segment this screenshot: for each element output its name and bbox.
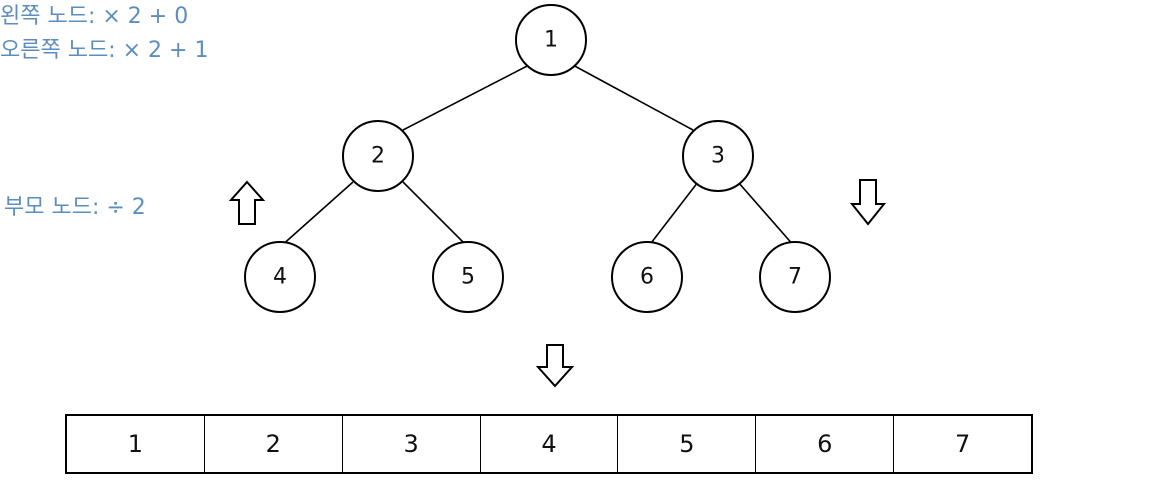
edge-1-3 <box>570 63 694 131</box>
up-arrow-icon <box>228 180 266 225</box>
tree-node-label: 4 <box>273 265 287 290</box>
parent-node-rule: 부모 노드: ÷ 2 <box>4 195 146 220</box>
tree-node-3: 3 <box>682 120 754 192</box>
tree-node-label: 1 <box>544 28 558 53</box>
array-cell: 6 <box>756 416 895 472</box>
tree-node-label: 7 <box>788 265 802 290</box>
tree-node-label: 2 <box>371 144 385 169</box>
edge-2-5 <box>402 181 469 248</box>
array-cell: 5 <box>618 416 757 472</box>
tree-node-label: 5 <box>461 265 475 290</box>
array-representation: 1 2 3 4 5 6 7 <box>65 414 1033 474</box>
edge-2-4 <box>279 181 354 248</box>
down-arrow-icon <box>849 179 887 226</box>
left-child-rule: 왼쪽 노드: × 2 + 0 <box>0 4 189 29</box>
array-cell: 2 <box>205 416 343 472</box>
tree-node-1: 1 <box>515 4 587 76</box>
tree-node-4: 4 <box>244 241 316 313</box>
edge-3-7 <box>737 181 796 248</box>
array-cell: 3 <box>343 416 481 472</box>
tree-node-label: 6 <box>640 265 654 290</box>
tree-node-2: 2 <box>342 120 414 192</box>
array-cell: 7 <box>954 430 971 458</box>
array-cell: 4 <box>481 416 619 472</box>
down-arrow-icon <box>535 344 575 388</box>
tree-node-7: 7 <box>759 241 831 313</box>
tree-node-5: 5 <box>432 241 504 313</box>
array-cell: 1 <box>67 416 205 472</box>
edge-1-2 <box>402 63 532 131</box>
tree-node-6: 6 <box>611 241 683 313</box>
edge-3-6 <box>647 181 699 248</box>
child-node-rules: 왼쪽 노드: × 2 + 0 오른쪽 노드: × 2 + 1 <box>0 0 1175 68</box>
tree-node-label: 3 <box>711 144 725 169</box>
right-child-rule: 오른쪽 노드: × 2 + 1 <box>0 38 209 63</box>
